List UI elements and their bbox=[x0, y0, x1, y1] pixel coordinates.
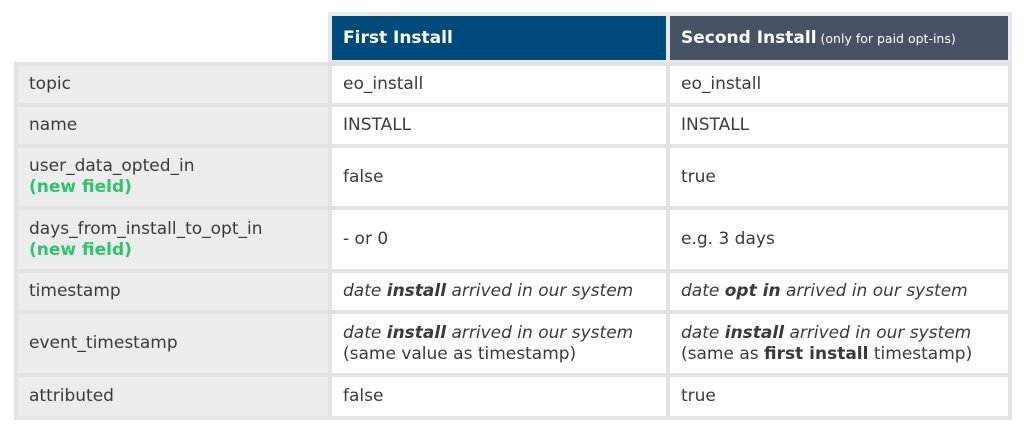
first-install-value-line2: (same value as timestamp) bbox=[343, 343, 577, 364]
second-install-value: eo_install bbox=[670, 66, 1008, 103]
header-empty-cell bbox=[14, 12, 328, 62]
table-row-timestamp: timestamp date install arrived in our sy… bbox=[14, 273, 1012, 314]
first-install-value-line1: date install arrived in our system bbox=[343, 322, 634, 343]
row-label-text: days_from_install_to_opt_in bbox=[29, 218, 263, 239]
second-install-value-text: eo_install bbox=[681, 74, 762, 94]
second-install-value-text: true bbox=[681, 166, 716, 187]
comparison-table: First Install Second Install(only for pa… bbox=[14, 12, 1012, 420]
second-install-value-text: date opt in arrived in our system bbox=[681, 281, 968, 301]
header-second-install: Second Install(only for paid opt-ins) bbox=[670, 16, 1008, 60]
second-install-value: e.g. 3 days bbox=[670, 210, 1008, 269]
table-header: First Install Second Install(only for pa… bbox=[14, 12, 1012, 62]
row-label: user_data_opted_in (new field) bbox=[18, 148, 328, 206]
table-row-days-from-install-to-opt-in: days_from_install_to_opt_in (new field) … bbox=[14, 210, 1012, 273]
first-install-value-text: false bbox=[343, 166, 384, 187]
first-install-value: date install arrived in our system bbox=[332, 273, 666, 310]
first-install-value: false bbox=[332, 148, 666, 206]
new-field-badge: (new field) bbox=[29, 177, 132, 197]
table-row-name: name INSTALL INSTALL bbox=[14, 107, 1012, 148]
new-field-badge: (new field) bbox=[29, 239, 132, 260]
row-label: name bbox=[18, 107, 328, 144]
second-install-value-text: true bbox=[681, 386, 716, 406]
row-label: attributed bbox=[18, 377, 328, 416]
second-install-value: date install arrived in our system (same… bbox=[670, 314, 1008, 373]
table-row-event-timestamp: event_timestamp date install arrived in … bbox=[14, 314, 1012, 377]
first-install-value: date install arrived in our system (same… bbox=[332, 314, 666, 373]
table-row-attributed: attributed false true bbox=[14, 377, 1012, 420]
second-install-value-text: INSTALL bbox=[681, 115, 750, 135]
header-second-install-label: Second Install bbox=[681, 28, 817, 48]
second-install-value: INSTALL bbox=[670, 107, 1008, 144]
row-label-text: name bbox=[29, 115, 78, 135]
first-install-value: false bbox=[332, 377, 666, 416]
row-label-text: attributed bbox=[29, 386, 114, 406]
second-install-value-line1: date install arrived in our system bbox=[681, 322, 972, 343]
table-body: topic eo_install eo_install name INSTALL… bbox=[14, 62, 1012, 420]
row-label: event_timestamp bbox=[18, 314, 328, 373]
header-first-install: First Install bbox=[332, 16, 666, 60]
row-label: days_from_install_to_opt_in (new field) bbox=[18, 210, 328, 269]
table-row-user-data-opted-in: user_data_opted_in (new field) false tru… bbox=[14, 148, 1012, 210]
first-install-value: - or 0 bbox=[332, 210, 666, 269]
second-install-value-text: e.g. 3 days bbox=[681, 229, 775, 249]
row-label-text: user_data_opted_in bbox=[29, 156, 195, 176]
second-install-value: date opt in arrived in our system bbox=[670, 273, 1008, 310]
first-install-value-text: false bbox=[343, 386, 384, 406]
table-row-topic: topic eo_install eo_install bbox=[14, 66, 1012, 107]
first-install-value: INSTALL bbox=[332, 107, 666, 144]
row-label-text: timestamp bbox=[29, 281, 121, 301]
row-label: topic bbox=[18, 66, 328, 103]
row-label-text: topic bbox=[29, 74, 71, 94]
row-label: timestamp bbox=[18, 273, 328, 310]
row-label-text: event_timestamp bbox=[29, 333, 178, 353]
first-install-value-text: eo_install bbox=[343, 74, 424, 94]
first-install-value-text: date install arrived in our system bbox=[343, 281, 634, 301]
header-first-install-label: First Install bbox=[343, 28, 453, 48]
second-install-value: true bbox=[670, 377, 1008, 416]
second-install-value-line2: (same as first install timestamp) bbox=[681, 343, 973, 364]
first-install-value: eo_install bbox=[332, 66, 666, 103]
second-install-value: true bbox=[670, 148, 1008, 206]
first-install-value-text: - or 0 bbox=[343, 229, 389, 249]
header-second-install-note: (only for paid opt-ins) bbox=[820, 31, 956, 46]
first-install-value-text: INSTALL bbox=[343, 115, 412, 135]
